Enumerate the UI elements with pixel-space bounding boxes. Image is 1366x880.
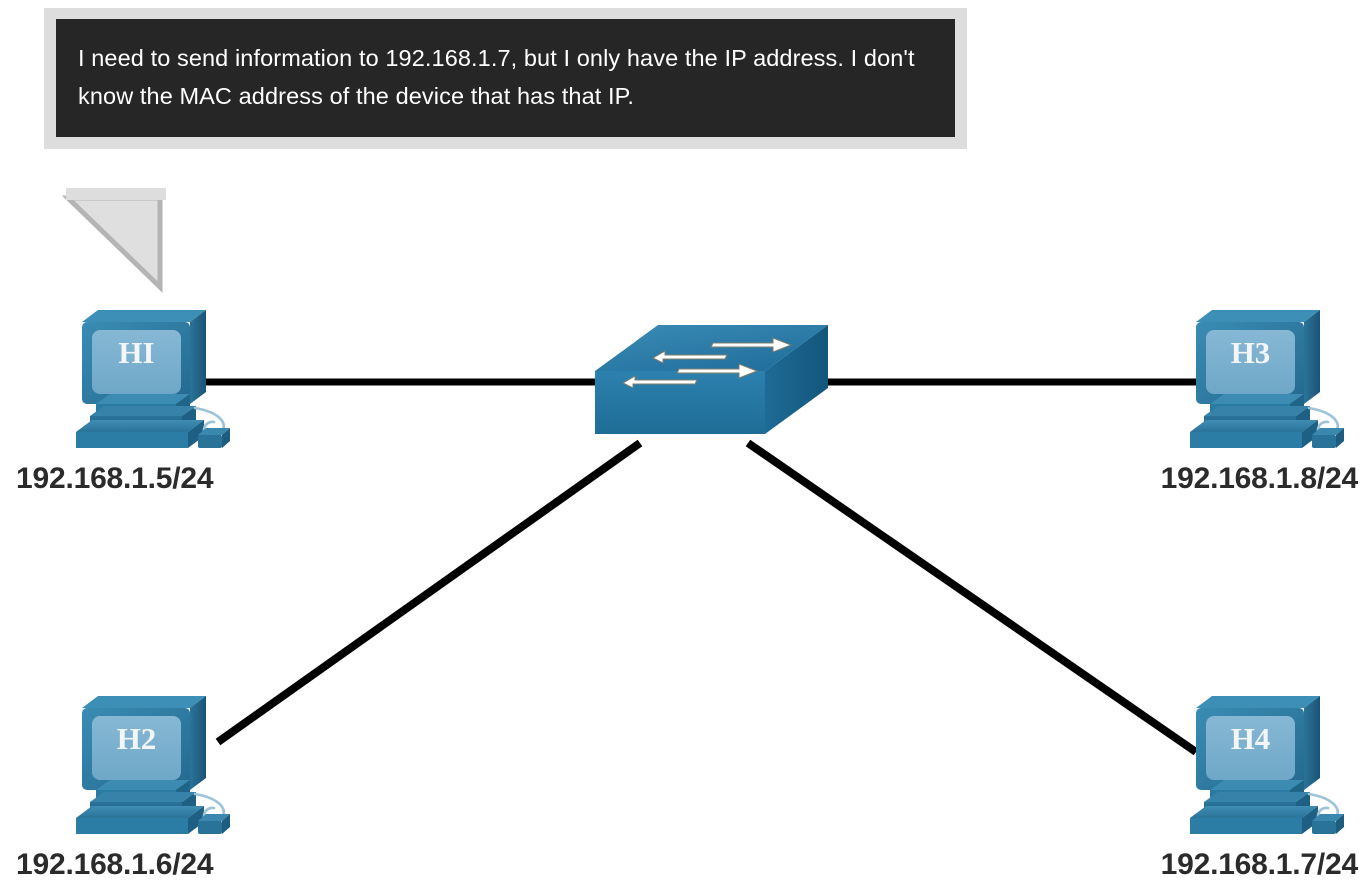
speech-bubble-text: I need to send information to 192.168.1.… (78, 45, 915, 110)
speech-bubble: I need to send information to 192.168.1.… (44, 8, 967, 150)
device-host-h2[interactable] (74, 694, 232, 836)
device-host-h4[interactable] (1188, 694, 1346, 836)
link-switch-to-h2 (215, 439, 643, 746)
ip-label-h4: 192.168.1.7/24 (1160, 848, 1359, 880)
ip-label-h3: 192.168.1.8/24 (1160, 462, 1359, 495)
ip-label-h1: 192.168.1.5/24 (16, 462, 214, 495)
link-switch-to-h4 (745, 439, 1199, 756)
device-switch[interactable] (594, 324, 829, 435)
device-host-h3[interactable] (1188, 308, 1346, 450)
callout-tail (61, 188, 166, 293)
ip-label-h2: 192.168.1.6/24 (16, 848, 214, 880)
speech-bubble-panel: I need to send information to 192.168.1.… (56, 19, 955, 138)
